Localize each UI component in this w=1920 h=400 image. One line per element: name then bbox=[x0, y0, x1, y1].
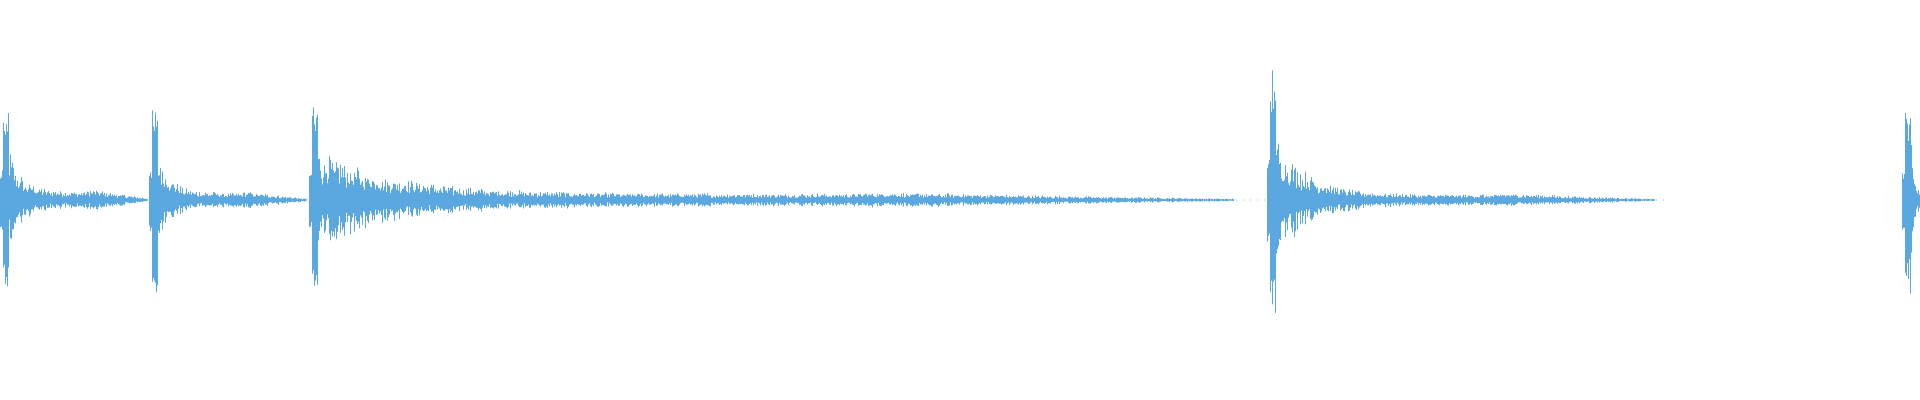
waveform-samples bbox=[0, 70, 1920, 313]
waveform-trace bbox=[0, 70, 1920, 313]
